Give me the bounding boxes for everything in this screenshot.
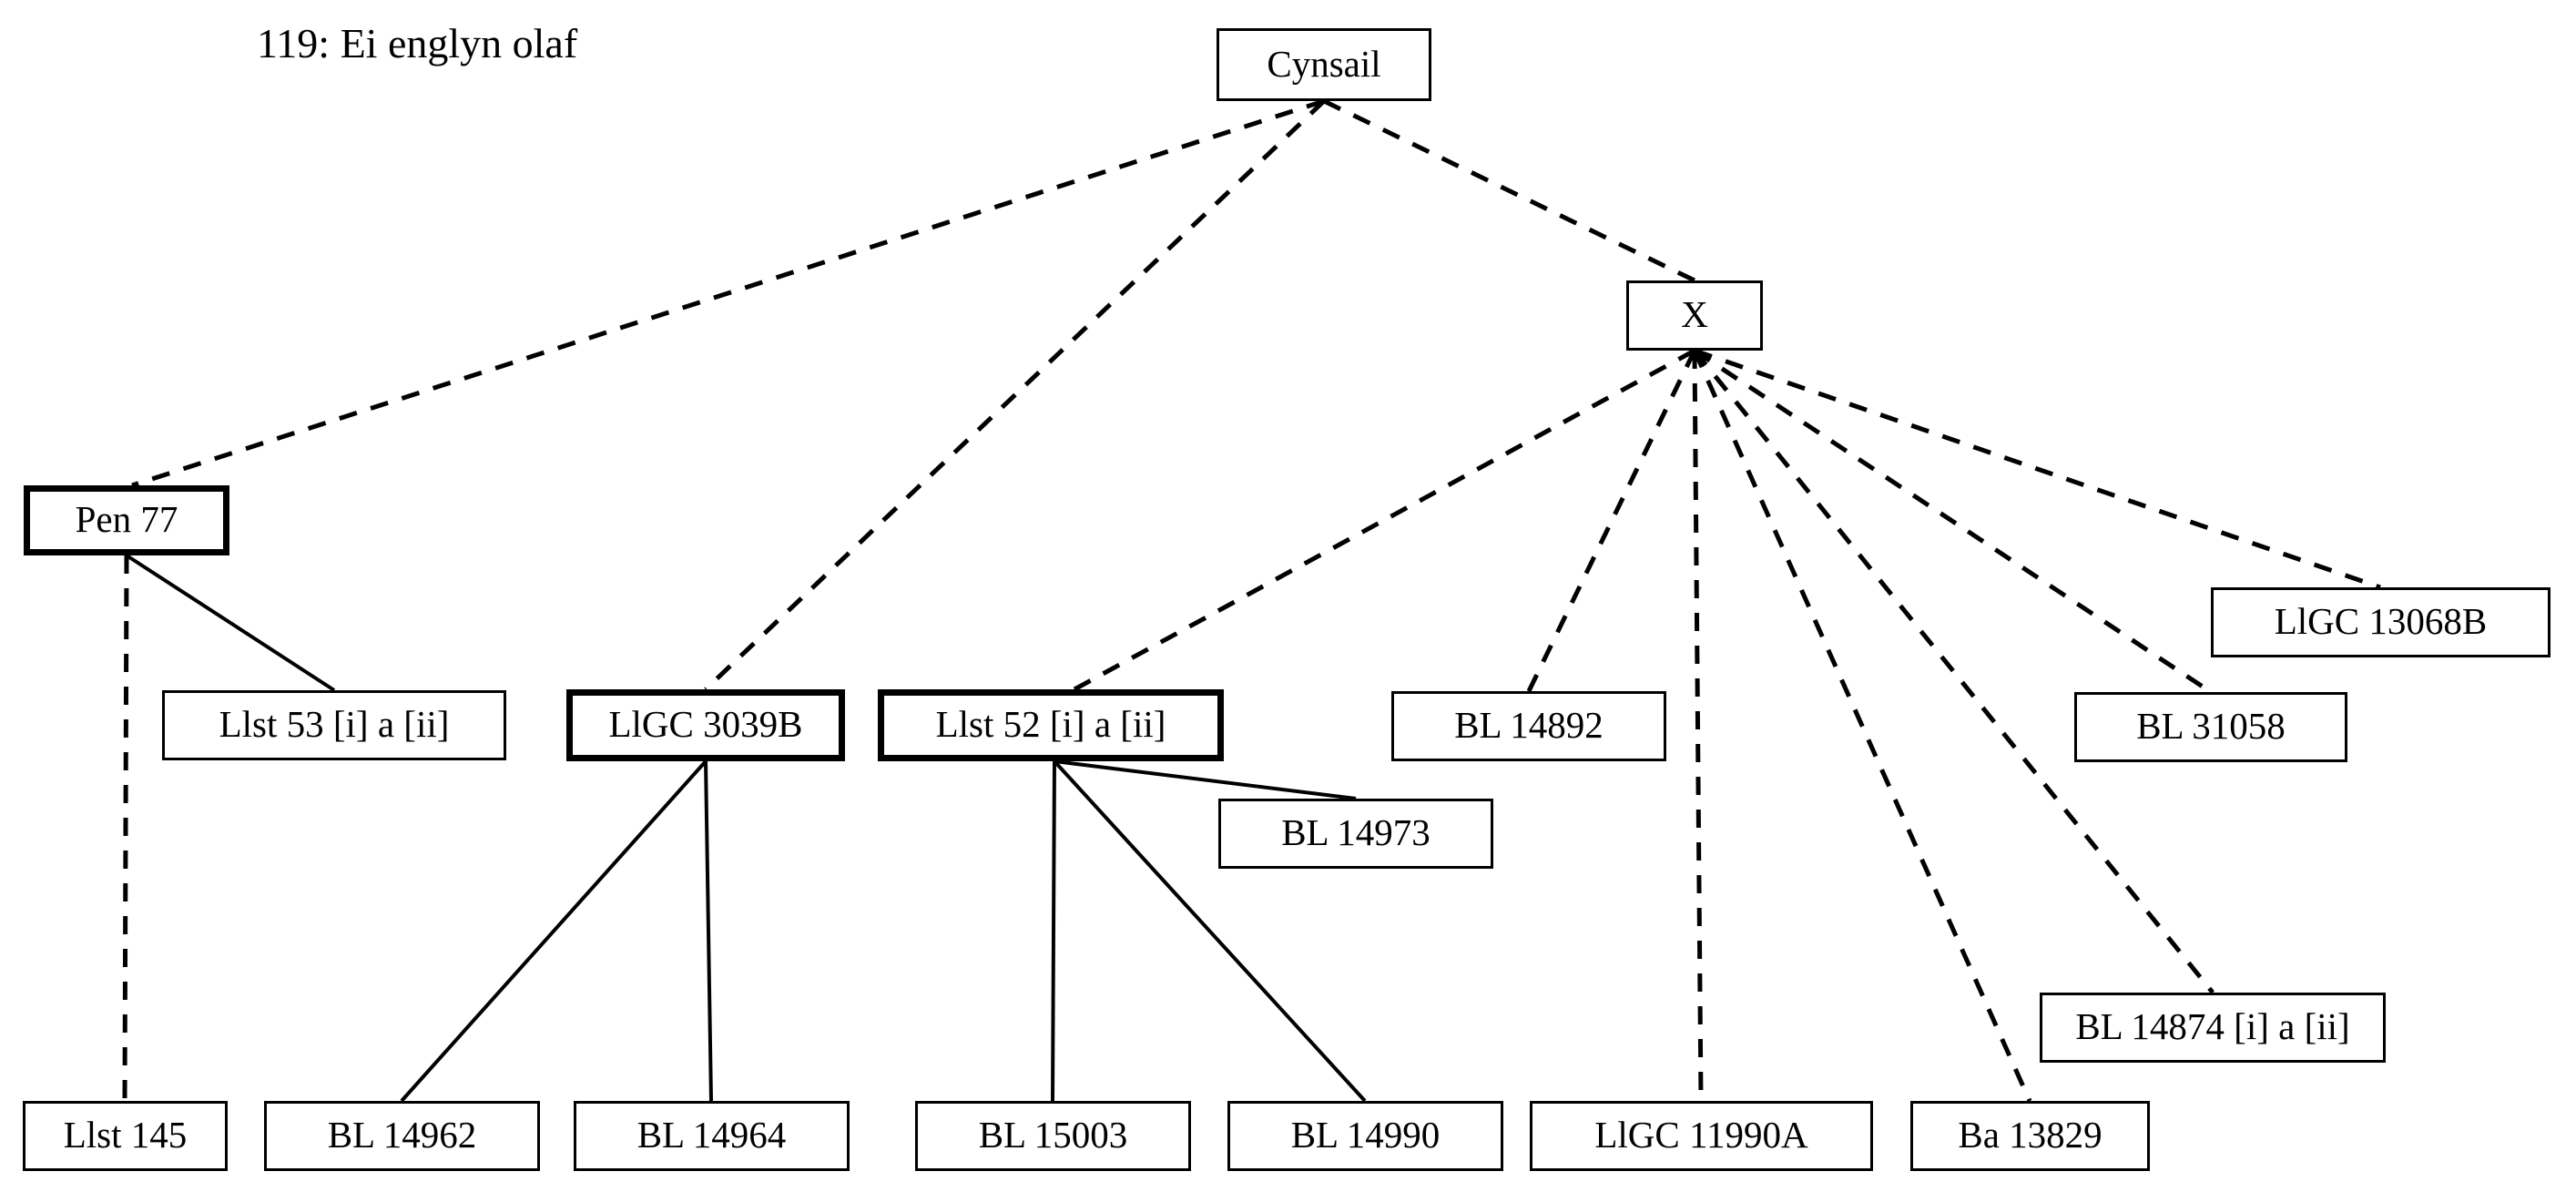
node-label: Ba 13829 [1958, 1114, 2103, 1156]
node-llgc11990a[interactable]: LlGC 11990A [1530, 1101, 1873, 1171]
edge-x-to-ba13829 [1692, 349, 2032, 1103]
node-label: Cynsail [1267, 42, 1381, 85]
node-bl14874[interactable]: BL 14874 [i] a [ii] [2040, 993, 2386, 1063]
node-bl14973[interactable]: BL 14973 [1218, 799, 1493, 869]
node-label: BL 14962 [327, 1114, 477, 1156]
page-title: 119: Ei englyn olaf [257, 20, 578, 66]
node-llst53[interactable]: Llst 53 [i] a [ii] [162, 690, 506, 760]
node-label: BL 31058 [2136, 705, 2286, 747]
node-label: LlGC 11990A [1594, 1114, 1808, 1156]
edge-pen77-to-llst145 [122, 555, 129, 1102]
node-x[interactable]: X [1626, 280, 1763, 351]
edge-llgc3039b-to-bl14964 [704, 760, 713, 1102]
node-bl14962[interactable]: BL 14962 [264, 1101, 540, 1171]
node-bl14990[interactable]: BL 14990 [1227, 1101, 1503, 1171]
node-llgc13068b[interactable]: LlGC 13068B [2211, 587, 2551, 657]
node-llst145[interactable]: Llst 145 [23, 1101, 228, 1171]
edge-llgc3039b-to-bl14962 [400, 759, 708, 1103]
edge-pen77-to-llst53 [125, 554, 336, 692]
edge-cynsail-to-pen77 [131, 98, 1325, 488]
node-label: Llst 52 [i] a [ii] [935, 703, 1166, 745]
node-bl31058[interactable]: BL 31058 [2074, 692, 2347, 762]
node-label: BL 14892 [1454, 704, 1604, 746]
edge-cynsail-to-llgc3039b [704, 99, 1326, 691]
node-bl15003[interactable]: BL 15003 [915, 1101, 1191, 1171]
edge-x-to-bl14892 [1526, 349, 1697, 693]
node-bl14892[interactable]: BL 14892 [1391, 691, 1666, 761]
node-label: BL 14990 [1290, 1114, 1441, 1156]
edge-llst52-to-bl14973 [1054, 759, 1357, 800]
node-llst52[interactable]: Llst 52 [i] a [ii] [878, 689, 1224, 761]
node-pen77[interactable]: Pen 77 [24, 485, 229, 555]
edge-x-to-bl14874 [1693, 349, 2215, 994]
node-ba13829[interactable]: Ba 13829 [1910, 1101, 2150, 1171]
node-label: X [1681, 293, 1708, 335]
node-label: Llst 53 [i] a [ii] [219, 703, 450, 745]
edge-llst52-to-bl15003 [1051, 760, 1056, 1102]
edge-x-to-bl31058 [1693, 348, 2213, 695]
node-bl14964[interactable]: BL 14964 [574, 1101, 850, 1171]
node-label: LlGC 13068B [2274, 600, 2488, 642]
node-label: BL 14964 [636, 1114, 787, 1156]
node-cynsail[interactable]: Cynsail [1217, 28, 1431, 101]
node-label: Llst 145 [63, 1114, 188, 1156]
edge-x-to-llgc11990a [1692, 350, 1704, 1102]
edge-cynsail-to-x [1322, 98, 1696, 283]
node-label: BL 14874 [i] a [ii] [2075, 1005, 2350, 1047]
node-label: BL 14973 [1281, 811, 1431, 853]
node-label: BL 15003 [978, 1114, 1128, 1156]
node-llgc3039b[interactable]: LlGC 3039B [566, 689, 845, 761]
edge-x-to-llst52 [1073, 348, 1696, 692]
node-label: LlGC 3039B [608, 703, 803, 745]
node-label: Pen 77 [75, 498, 178, 540]
edge-x-to-llgc13068b [1694, 348, 2381, 590]
